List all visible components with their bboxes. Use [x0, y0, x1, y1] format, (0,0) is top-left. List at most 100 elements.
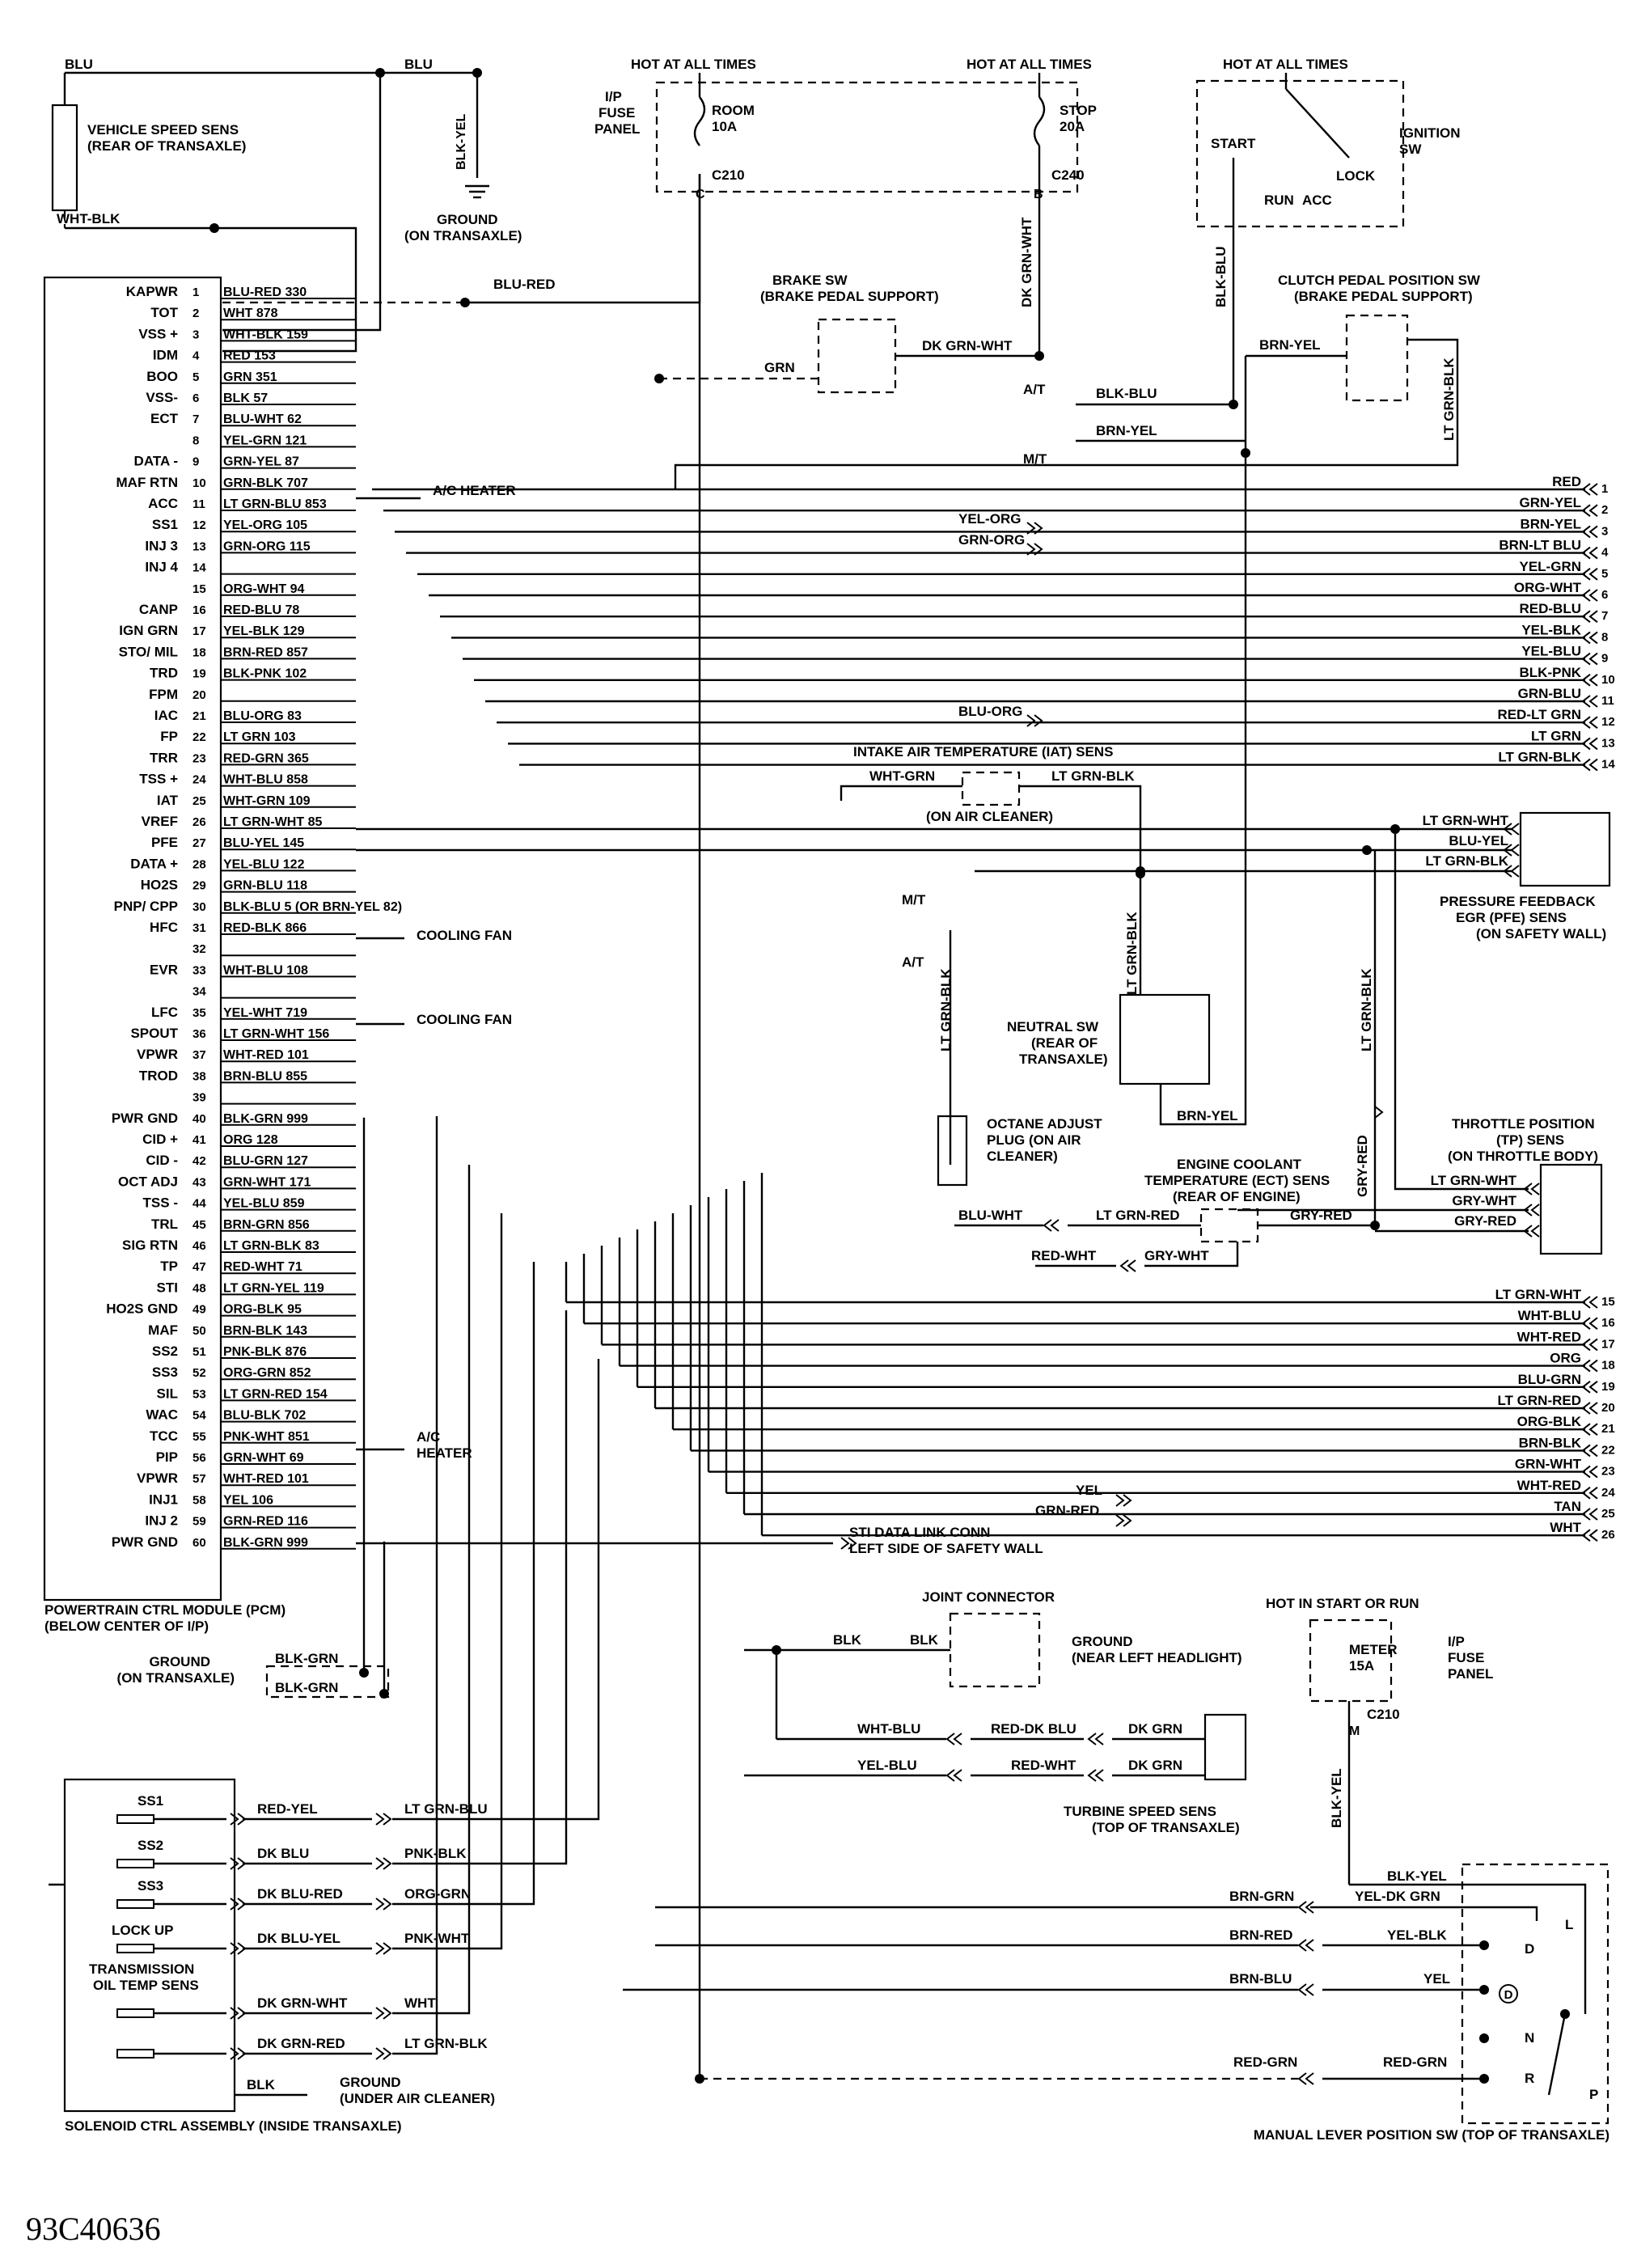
- lever-position-n: N: [1525, 2030, 1534, 2046]
- label-mt: M/T: [1023, 451, 1047, 467]
- pcm-pin-number: 56: [192, 1451, 206, 1465]
- pcm-pin-number: 38: [192, 1069, 206, 1083]
- wire-wht-grn: [840, 785, 962, 801]
- right-connector-number: 10: [1601, 673, 1615, 687]
- wire-label-lt-grn-blk: LT GRN-BLK: [1051, 768, 1135, 784]
- wire-label-gry-red: GRY-RED: [1290, 1208, 1352, 1223]
- solenoid-wire-label-2: PNK-WHT: [404, 1931, 470, 1946]
- label-mt: M/T: [902, 892, 926, 908]
- fuse-room-label: ROOM: [712, 103, 755, 118]
- ignition-lock: LOCK: [1336, 168, 1376, 184]
- mlps-label: MANUAL LEVER POSITION SW (TOP OF TRANSAX…: [1254, 2127, 1610, 2143]
- solenoid-coil: [116, 1899, 154, 1909]
- label-at: A/T: [902, 954, 924, 970]
- pcm-pin-wire: RED-BLK 866: [223, 921, 307, 935]
- pcm-pin-number: 50: [192, 1324, 206, 1338]
- wire-label-wht-blk: WHT-BLK: [57, 211, 121, 226]
- wire-label-yel-blu: YEL-BLU: [857, 1758, 917, 1773]
- wire-label-grn: GRN: [764, 360, 795, 375]
- pcm-pin-wire: RED 153: [223, 349, 276, 363]
- wire-label-blk-yel: BLK-YEL: [455, 113, 468, 170]
- fuse-panel-label: PANEL: [1448, 1666, 1493, 1682]
- wire-label-blk-blu: BLK-BLU: [1213, 246, 1229, 307]
- right-connector-chevron: [1588, 716, 1598, 729]
- right-wire-label: WHT-RED: [1517, 1478, 1581, 1493]
- splice-dot: [1479, 2074, 1489, 2084]
- solenoid-coil: [116, 2008, 154, 2018]
- connector-chevron: [1305, 1983, 1314, 1996]
- right-connector-number: 2: [1601, 503, 1608, 517]
- pcm-pin-function: SS3: [152, 1365, 178, 1380]
- right-connector-number: 20: [1601, 1401, 1615, 1415]
- pfe-sensor-location: (ON SAFETY WALL): [1476, 926, 1606, 941]
- wire-label-grn-red: GRN-RED: [1035, 1503, 1099, 1518]
- pcm-pin-wire: LT GRN-RED 154: [223, 1387, 328, 1401]
- wire-label-red-grn: RED-GRN: [1233, 2054, 1297, 2070]
- wire-label-yel-dk-grn: YEL-DK GRN: [1355, 1889, 1440, 1904]
- pcm-pin-number: 60: [192, 1536, 206, 1550]
- connector-chevron: [375, 1898, 385, 1910]
- right-connector-chevron: [1588, 1359, 1598, 1373]
- pcm-pin-number: 30: [192, 900, 206, 914]
- wire-label-blu-red: BLU-RED: [493, 277, 556, 292]
- right-connector-chevron: [1588, 1444, 1598, 1458]
- connector-chevron: [1127, 1259, 1136, 1272]
- wire-label-brn-yel: BRN-YEL: [1259, 337, 1321, 353]
- turbine-speed-sensor: [1203, 1713, 1247, 1781]
- pcm-pin-wire: BLU-BLK 702: [223, 1409, 306, 1423]
- pcm-pin-function: DATA +: [130, 856, 178, 871]
- wire-label-lt-grn-red: LT GRN-RED: [1096, 1208, 1180, 1223]
- right-connector-chevron: [1588, 1381, 1598, 1394]
- solenoid-coil: [116, 1944, 154, 1953]
- brake-switch-label: BRAKE SW: [772, 273, 848, 288]
- connector-chevron: [1510, 844, 1520, 857]
- ignition-label-sw: SW: [1399, 142, 1422, 157]
- neutral-switch: [1119, 993, 1211, 1085]
- connector-c210: C210: [712, 167, 745, 183]
- pcm-pin-number: 37: [192, 1048, 206, 1062]
- right-wire-label: YEL-BLU: [1521, 644, 1581, 659]
- pcm-pin-function: IGN GRN: [119, 623, 178, 638]
- pcm-title: POWERTRAIN CTRL MODULE (PCM): [44, 1602, 286, 1618]
- right-wire-label: ORG-BLK: [1517, 1414, 1582, 1429]
- ect-sensor: [1199, 1208, 1259, 1243]
- pcm-pin-function: CANP: [139, 602, 178, 617]
- pcm-pin-number: 7: [192, 413, 199, 426]
- connector-chevron: [1530, 1225, 1540, 1238]
- connector-chevron: [1043, 1219, 1052, 1232]
- ect-sensor-name: TEMPERATURE (ECT) SENS: [1144, 1173, 1330, 1188]
- pcm-pin-wire: ORG-GRN 852: [223, 1366, 311, 1380]
- tp-sensor: [1539, 1163, 1603, 1255]
- fuse-panel-label: FUSE: [599, 105, 635, 121]
- connector-chevron: [1530, 1183, 1540, 1195]
- right-wire-label: GRN-YEL: [1520, 495, 1582, 510]
- pcm-pin-wire: BLU-RED 330: [223, 286, 307, 299]
- wire-label-lt-grn-wht: LT GRN-WHT: [1431, 1173, 1517, 1188]
- pcm-pin-wire: GRN-WHT 171: [223, 1175, 311, 1189]
- connector-chevron: [953, 1733, 962, 1745]
- pcm-pin-wire: WHT-BLU 858: [223, 773, 308, 787]
- lever-position-od-circle: [1499, 1984, 1518, 2004]
- pcm-pin-function: IAC: [154, 708, 178, 723]
- right-wire-label: RED: [1552, 474, 1581, 489]
- right-connector-chevron: [1588, 737, 1598, 751]
- pcm-pin-wire: GRN-YEL 87: [223, 455, 299, 469]
- solenoid-harness: [392, 1359, 600, 1821]
- solenoid-wire-label-2: WHT: [404, 1995, 436, 2011]
- solenoid-wire-label: RED-YEL: [257, 1801, 318, 1817]
- lever-position-od: D: [1504, 1988, 1513, 2002]
- ground-label: GROUND: [1072, 1634, 1133, 1649]
- lever-position-d: D: [1525, 1941, 1534, 1957]
- wire-lt-grn-blk-iat: [1019, 785, 1142, 874]
- connector-chevron: [953, 1769, 962, 1782]
- right-connector-number: 14: [1601, 758, 1615, 772]
- ground-box-transaxle: [265, 1665, 390, 1699]
- pcm-pin-wire: YEL-BLK 129: [223, 624, 305, 638]
- octane-plug-location-2: CLEANER): [987, 1149, 1058, 1164]
- pcm-pin-wire: BLU-WHT 62: [223, 413, 302, 426]
- pcm-pin-number: 43: [192, 1175, 206, 1189]
- ignition-contact: [1285, 88, 1350, 159]
- pcm-pin-number: 4: [192, 349, 200, 363]
